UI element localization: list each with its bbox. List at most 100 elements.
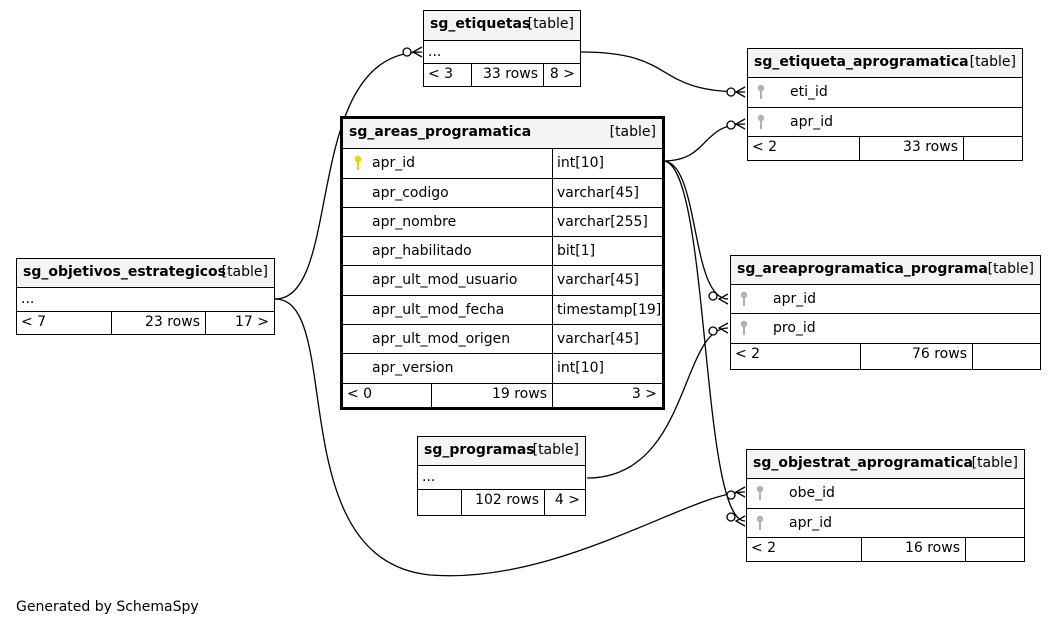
column-name: pro_id (773, 320, 816, 336)
table-sg-areaprogramatica-programa[interactable]: sg_areaprogramatica_programa [table] apr… (730, 255, 1041, 370)
cardinality-marker (708, 326, 718, 336)
table-header: sg_objestrat_aprogramatica [table] (747, 450, 1024, 479)
column-row: ... (17, 288, 274, 312)
column-type: bit[1] (552, 237, 662, 265)
table-sg-areas-programatica[interactable]: sg_areas_programatica [table] apr_id int… (340, 116, 665, 410)
crowfoot-marker (734, 486, 746, 498)
column-row[interactable]: apr_codigo varchar[45] (343, 179, 662, 208)
column-row[interactable]: apr_ult_mod_origen varchar[45] (343, 325, 662, 354)
crowfoot-marker (734, 86, 746, 98)
table-name: sg_objetivos_estrategicos (23, 264, 226, 280)
cardinality-marker (726, 87, 736, 97)
table-name: sg_programas (424, 442, 535, 458)
column-name: apr_habilitado (372, 243, 472, 259)
child-count (963, 137, 1022, 160)
column-row[interactable]: apr_ult_mod_usuario varchar[45] (343, 266, 662, 296)
column-type: varchar[45] (552, 266, 662, 295)
generator-credit: Generated by SchemaSpy (16, 599, 199, 615)
table-header: sg_etiquetas [table] (424, 11, 580, 41)
child-count: 17 > (205, 312, 274, 334)
column-name: apr_id (789, 515, 832, 531)
row-count: 102 rows (461, 490, 544, 515)
cardinality-marker (726, 120, 736, 130)
parent-count: < 2 (735, 346, 761, 362)
table-footer: < 3 33 rows 8 > (424, 64, 580, 86)
column-type: varchar[255] (552, 208, 662, 236)
table-type-tag: [table] (532, 442, 579, 458)
cardinality-marker (708, 291, 718, 301)
column-row[interactable]: obe_id (747, 479, 1024, 509)
child-count (965, 538, 1024, 561)
table-type-tag: [table] (609, 124, 656, 140)
table-type-tag: [table] (527, 16, 574, 32)
edge-areas-etiqueta-apr (662, 123, 746, 162)
table-sg-etiquetas[interactable]: sg_etiquetas [table] ... < 3 33 rows 8 > (423, 10, 581, 87)
key-icon (757, 114, 765, 129)
column-row[interactable]: eti_id (748, 78, 1022, 108)
table-footer: < 2 16 rows (747, 538, 1024, 561)
key-icon (740, 291, 748, 306)
column-row[interactable]: apr_nombre varchar[255] (343, 208, 662, 237)
table-type-tag: [table] (969, 54, 1016, 70)
edge-areas-ap-programa-apr (662, 160, 729, 300)
table-name: sg_areaprogramatica_programa (737, 261, 988, 277)
column-row[interactable]: apr_id (748, 108, 1022, 137)
column-row[interactable]: apr_version int[10] (343, 354, 662, 384)
table-type-tag: [table] (971, 455, 1018, 471)
column-name: obe_id (789, 485, 835, 501)
parent-count: < 2 (752, 139, 778, 155)
table-name: sg_objestrat_aprogramatica (753, 455, 973, 471)
column-name: eti_id (790, 84, 828, 100)
ellipsis: ... (422, 469, 436, 485)
table-sg-etiqueta-aprogramatica[interactable]: sg_etiqueta_aprogramatica [table] eti_id… (747, 48, 1023, 161)
table-header: sg_programas [table] (418, 437, 585, 466)
column-row[interactable]: apr_id (747, 509, 1024, 538)
column-name: apr_nombre (372, 214, 457, 230)
column-row[interactable]: apr_ult_mod_fecha timestamp[19] (343, 296, 662, 325)
column-type: int[10] (552, 149, 662, 178)
row-count: 19 rows (431, 384, 552, 407)
column-name: apr_version (372, 360, 454, 376)
table-type-tag: [table] (221, 264, 268, 280)
table-footer: < 2 76 rows (731, 344, 1040, 369)
column-row[interactable]: apr_habilitado bit[1] (343, 237, 662, 266)
edge-etiquetas-etiqueta-apr (580, 51, 746, 93)
column-type: varchar[45] (552, 179, 662, 207)
table-footer: 102 rows 4 > (418, 490, 585, 515)
key-icon (756, 515, 764, 530)
table-header: sg_etiqueta_aprogramatica [table] (748, 49, 1022, 78)
table-header: sg_objetivos_estrategicos [table] (17, 259, 274, 288)
cardinality-marker (726, 512, 736, 522)
table-name: sg_etiqueta_aprogramatica (754, 54, 969, 70)
row-count: 33 rows (859, 137, 963, 160)
table-type-tag: [table] (987, 261, 1034, 277)
table-name: sg_etiquetas (430, 16, 531, 32)
key-icon (757, 84, 765, 99)
column-row: ... (418, 466, 585, 490)
column-row[interactable]: apr_id (731, 285, 1040, 314)
row-count: 76 rows (860, 344, 972, 369)
cardinality-marker (402, 47, 412, 57)
column-row[interactable]: pro_id (731, 314, 1040, 344)
key-icon (740, 320, 748, 335)
crowfoot-marker (717, 293, 729, 305)
column-name: apr_ult_mod_origen (372, 331, 511, 347)
row-count: 33 rows (471, 64, 543, 86)
column-row[interactable]: apr_id int[10] (343, 149, 662, 179)
parent-count: < 3 (428, 66, 454, 82)
column-type: timestamp[19] (552, 296, 662, 324)
column-type: varchar[45] (552, 325, 662, 353)
column-row: ... (424, 41, 580, 64)
table-header: sg_areaprogramatica_programa [table] (731, 256, 1040, 285)
parent-count: < 7 (21, 314, 47, 330)
row-count: 23 rows (111, 312, 205, 334)
table-sg-objestrat-aprogramatica[interactable]: sg_objestrat_aprogramatica [table] obe_i… (746, 449, 1025, 562)
column-name: apr_ult_mod_usuario (372, 272, 518, 288)
table-sg-objetivos-estrategicos[interactable]: sg_objetivos_estrategicos [table] ... < … (16, 258, 275, 335)
ellipsis: ... (428, 44, 442, 60)
ellipsis: ... (21, 291, 35, 307)
crowfoot-marker (411, 46, 423, 58)
parent-count (418, 490, 461, 515)
table-sg-programas[interactable]: sg_programas [table] ... 102 rows 4 > (417, 436, 586, 516)
table-footer: < 2 33 rows (748, 137, 1022, 160)
